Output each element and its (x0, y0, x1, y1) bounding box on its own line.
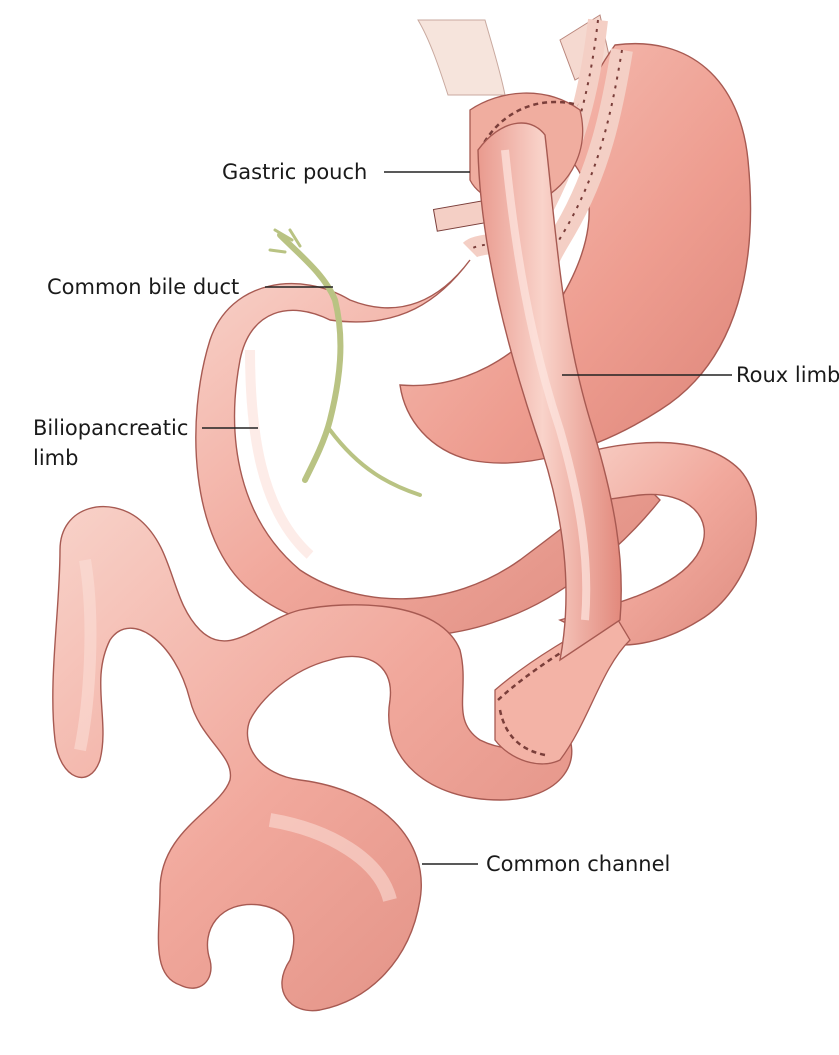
roux-limb-label: Roux limb (736, 363, 839, 387)
common-bile-duct-label: Common bile duct (47, 275, 239, 299)
jejunojejunostomy (495, 615, 630, 764)
gastric-pouch-label: Gastric pouch (222, 160, 367, 184)
common-channel-label: Common channel (486, 852, 670, 876)
biliopancreatic-label-line2: limb (33, 446, 78, 470)
common-bile-duct-shape (280, 235, 340, 480)
biliopancreatic-label-line1: Biliopancreatic (33, 416, 188, 440)
esophagus (418, 20, 505, 95)
